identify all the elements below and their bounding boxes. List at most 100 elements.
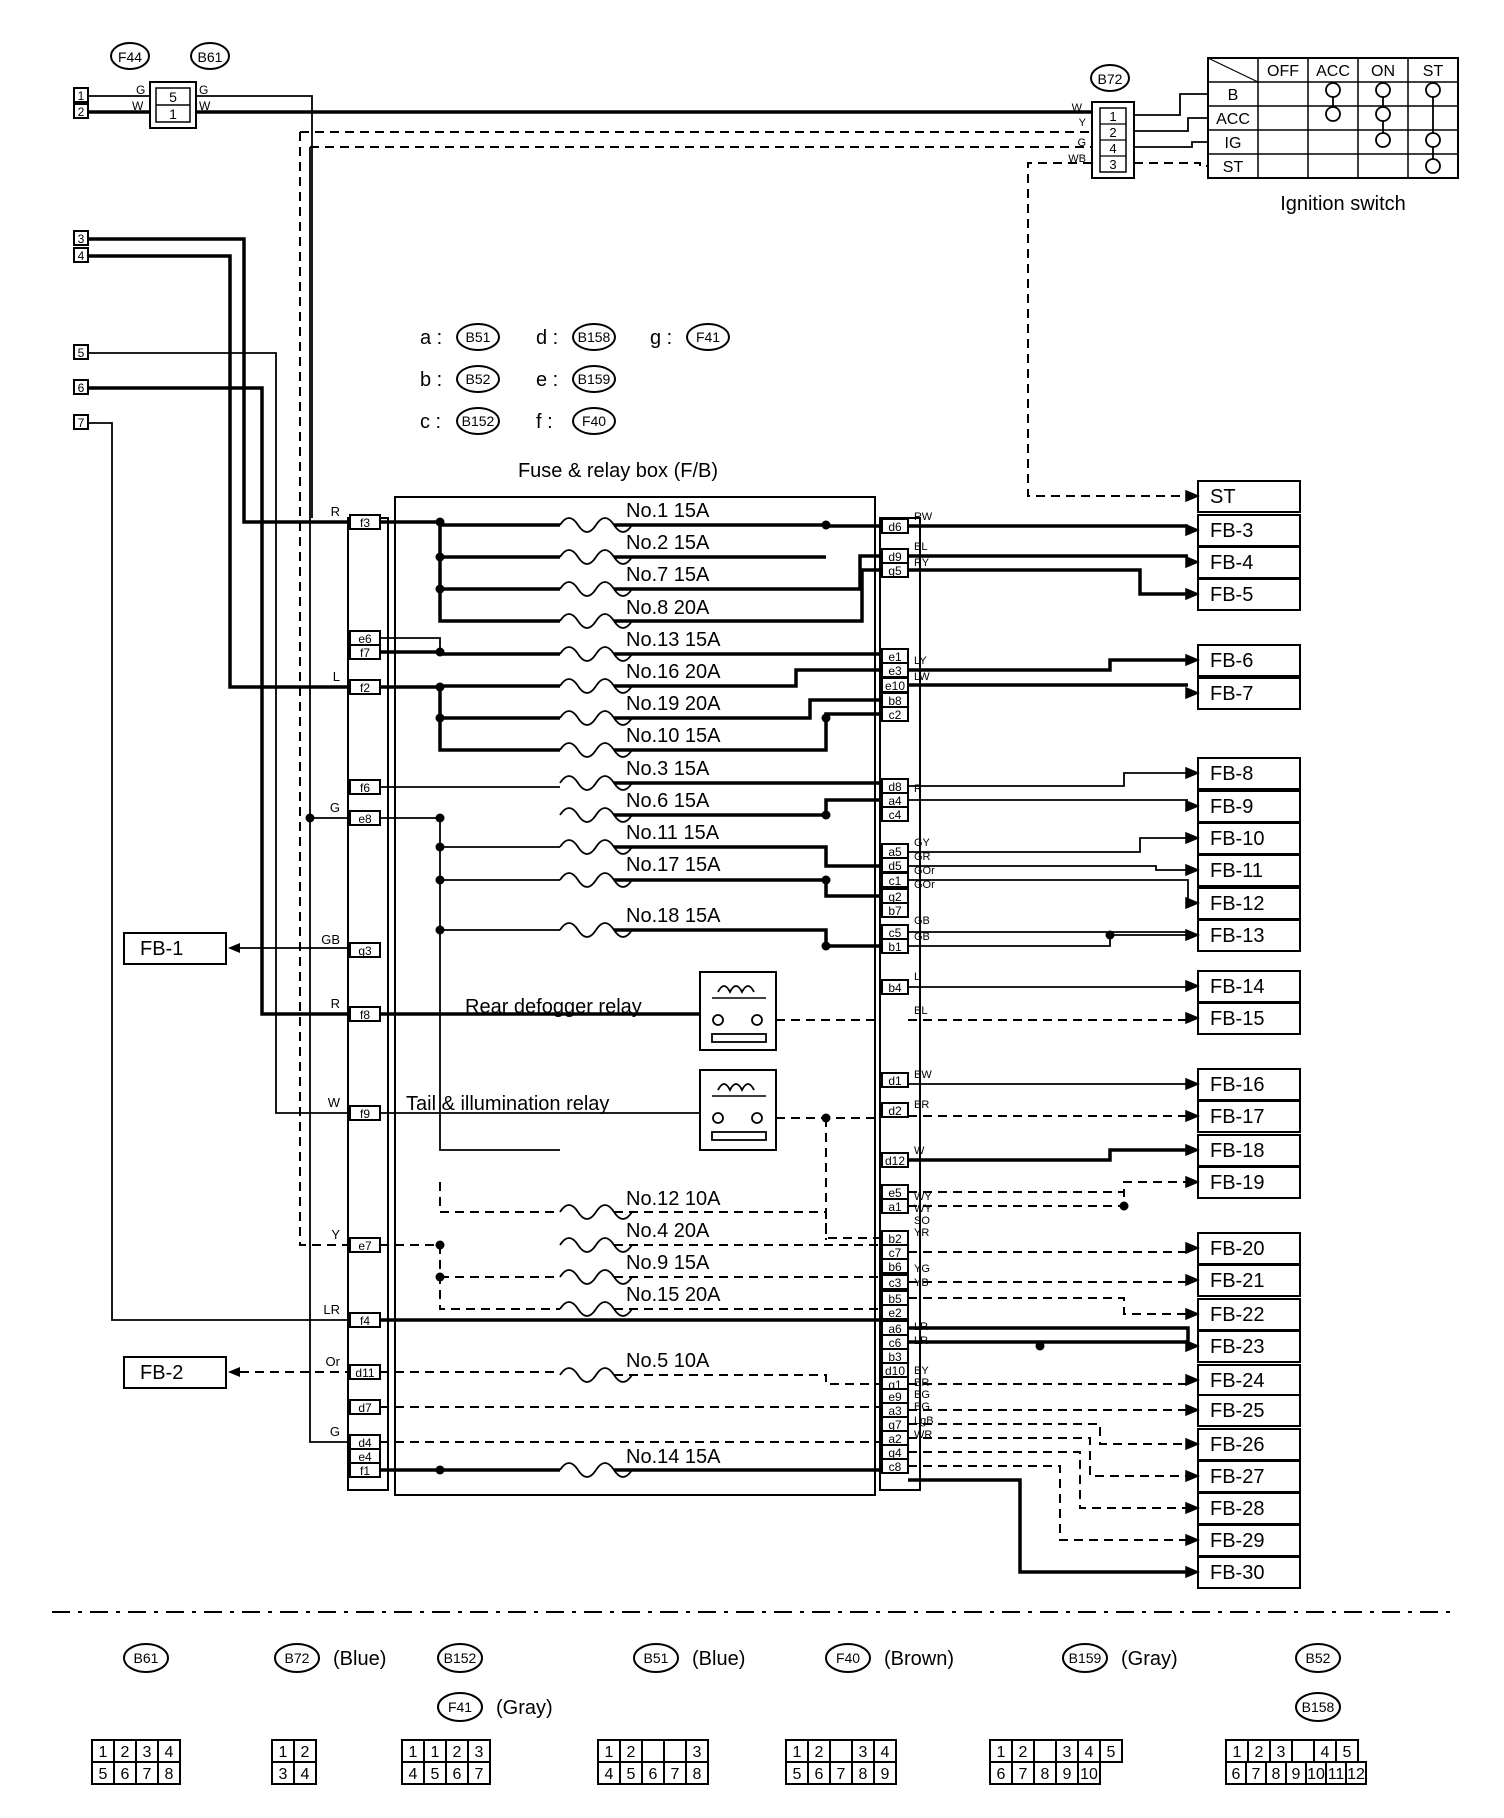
wire <box>908 568 1188 596</box>
connector-b61-label: B61 <box>198 49 223 65</box>
ignition-switch-table: OFF ACC ON ST B ACC IG ST Ignition switc… <box>1134 57 1459 215</box>
wire <box>908 1437 1188 1477</box>
wire <box>299 132 348 1246</box>
output-arrow <box>1185 1307 1200 1321</box>
tail-illumination-relay: Tail & illumination relay <box>406 1069 777 1151</box>
legend-connector-oval <box>456 407 500 435</box>
connector-key-cell <box>685 1761 709 1785</box>
wire <box>380 684 560 752</box>
ig-pin-4: 4 <box>1109 141 1116 156</box>
connector-key-code: B61 <box>134 1650 159 1666</box>
output-box <box>1197 677 1301 710</box>
wire-label-g-right: G <box>199 83 208 97</box>
output-box <box>1197 887 1301 920</box>
wire <box>88 95 313 518</box>
wire-label: LY <box>914 655 927 667</box>
switch-col-off: OFF <box>1267 63 1299 80</box>
left-output-box <box>123 1356 227 1389</box>
connector-key-cell <box>1291 1739 1315 1763</box>
output-label: FB-25 <box>1210 1400 1264 1422</box>
connector-key-cell <box>873 1761 897 1785</box>
connector-key-pin: 7 <box>671 1766 680 1783</box>
right-pin-label: a3 <box>888 1404 902 1418</box>
plug-pin-5: 5 <box>169 89 177 105</box>
connector-key-pin: 6 <box>997 1766 1006 1783</box>
wire-label: G <box>330 1424 340 1439</box>
output-box <box>1197 1298 1301 1331</box>
output-label: FB-24 <box>1210 1370 1264 1392</box>
wire-label: YG <box>914 1263 930 1275</box>
wire <box>908 879 1189 903</box>
right-pin-label: c4 <box>889 808 902 822</box>
left-output-box <box>123 932 227 965</box>
wire-label: R <box>331 996 340 1011</box>
fuse-icon <box>559 872 633 888</box>
output-arrow <box>1185 1565 1200 1579</box>
fuse-label: No.6 15A <box>626 790 710 812</box>
fuse-label: No.13 15A <box>626 629 721 651</box>
right-pin-box <box>881 706 909 722</box>
wire <box>908 1423 1188 1445</box>
output-box <box>1197 1100 1301 1133</box>
output-label: FB-15 <box>1210 1008 1264 1030</box>
right-pin-label: c6 <box>889 1336 902 1350</box>
connector-key-color: (Brown) <box>884 1648 954 1670</box>
left-output-arrow <box>228 1367 240 1377</box>
connector-key-code: F41 <box>448 1699 472 1715</box>
right-pin-box <box>881 1198 909 1214</box>
output-label: FB-8 <box>1210 763 1253 785</box>
wire <box>380 637 441 652</box>
wire <box>614 845 880 868</box>
right-pin-box <box>881 902 909 918</box>
wire-label: LR <box>914 1335 928 1347</box>
output-arrow <box>1185 1143 1200 1157</box>
connector-key-oval <box>1295 1692 1341 1722</box>
output-arrow <box>1185 555 1200 569</box>
output-label: FB-10 <box>1210 828 1264 850</box>
output-arrow <box>1185 1175 1200 1189</box>
wire <box>614 878 880 898</box>
junction-dot <box>821 520 831 530</box>
wire-label: WR <box>914 1429 932 1441</box>
output-label: FB-9 <box>1210 796 1253 818</box>
output-arrow <box>1185 1077 1200 1091</box>
left-terminal <box>73 344 89 360</box>
fuse-label: No.5 10A <box>626 1350 710 1372</box>
output-arrow <box>1185 1469 1200 1483</box>
output-box <box>1197 514 1301 547</box>
junction-dot <box>435 517 445 527</box>
connector-key-pin: 2 <box>627 1744 636 1761</box>
connector-key-pin: 5 <box>627 1766 636 1783</box>
left-terminal-number: 1 <box>78 89 85 103</box>
wire <box>614 698 880 720</box>
connector-key-cell <box>641 1739 665 1763</box>
right-pin-label: a1 <box>888 1200 902 1214</box>
wire <box>88 386 348 1016</box>
wire-label: L <box>914 971 920 983</box>
output-box <box>1197 822 1301 855</box>
legend-key: e : <box>536 369 558 391</box>
wire <box>614 668 880 688</box>
connector-key-pin: 8 <box>1272 1766 1281 1783</box>
left-pin-label: d7 <box>358 1401 372 1415</box>
wiring: RLGGBRWYLROrGRWBLRYLYLWRGYGRGOrGOrGBGBLB… <box>88 95 1190 1574</box>
right-pin-label: g5 <box>888 564 902 578</box>
wire-label: BW <box>914 1069 932 1081</box>
wire-label: BG <box>914 1389 930 1401</box>
connector-key-pin: 8 <box>859 1766 868 1783</box>
legend-key: a : <box>420 327 442 349</box>
connector-key-pin: 1 <box>409 1744 418 1761</box>
right-pin-box <box>881 938 909 954</box>
connector-key-cell <box>1033 1739 1057 1763</box>
output-arrow <box>1185 831 1200 845</box>
right-pin-label: c5 <box>889 926 902 940</box>
left-terminal-number: 3 <box>78 232 85 246</box>
wire <box>380 520 560 623</box>
connector-key-pin: 10 <box>1307 1766 1325 1783</box>
connector-key-cell <box>1099 1739 1123 1763</box>
fuse-label: No.7 15A <box>626 564 710 586</box>
legend-connector-oval <box>456 365 500 393</box>
wire-label: GB <box>914 915 930 927</box>
